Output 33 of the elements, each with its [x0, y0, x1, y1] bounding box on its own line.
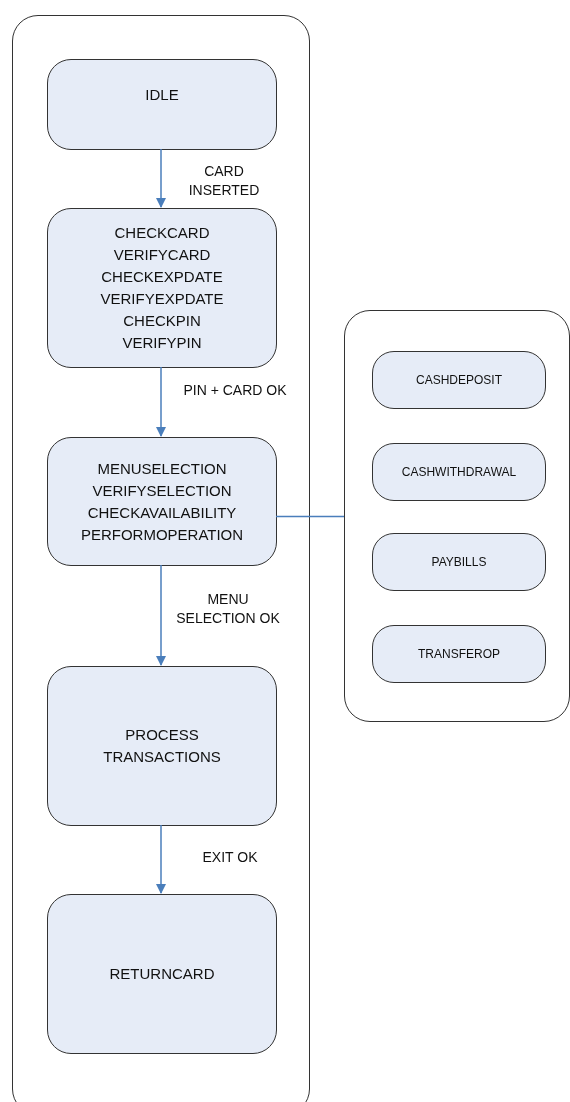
- state-name: CHECKEXPDATE: [101, 267, 223, 287]
- state-name: RETURNCARD: [109, 964, 215, 984]
- operation-group-frame: [344, 310, 570, 722]
- transition-arrow: [156, 564, 166, 666]
- operation-name: CASHDEPOSIT: [416, 372, 502, 388]
- state-name: MENUSELECTION: [97, 458, 227, 479]
- state-name: CHECKCARD: [114, 223, 210, 243]
- state-name: VERIFYCARD: [113, 245, 211, 265]
- operation-box: [372, 625, 546, 683]
- state-box: [47, 437, 277, 566]
- state-name: PROCESS TRANSACTIONS: [102, 725, 222, 767]
- connector-line: [275, 515, 345, 518]
- state-name: PERFORMOPERATION: [80, 524, 244, 545]
- state-box: [47, 208, 277, 368]
- state-name: VERIFYPIN: [122, 333, 202, 353]
- state-name: VERIFYEXPDATE: [100, 289, 224, 309]
- operation-name: PAYBILLS: [431, 554, 487, 570]
- operation-box: [372, 351, 546, 409]
- operation-name: CASHWITHDRAWAL: [401, 464, 517, 480]
- operation-box: [372, 443, 546, 501]
- operation-box: [372, 533, 546, 591]
- transition-arrow: [156, 824, 166, 894]
- state-box: [47, 59, 277, 150]
- state-name: CHECKPIN: [123, 311, 201, 331]
- state-name: VERIFYSELECTION: [92, 480, 232, 501]
- state-box: [47, 894, 277, 1054]
- state-name: IDLE: [145, 85, 179, 105]
- operation-name: TRANSFEROP: [418, 646, 500, 662]
- state-box: [47, 666, 277, 826]
- transition-arrow: [156, 366, 166, 437]
- state-name: CHECKAVAILABILITY: [87, 502, 237, 523]
- state-group-frame: [12, 15, 310, 1102]
- transition-arrow: [156, 148, 166, 208]
